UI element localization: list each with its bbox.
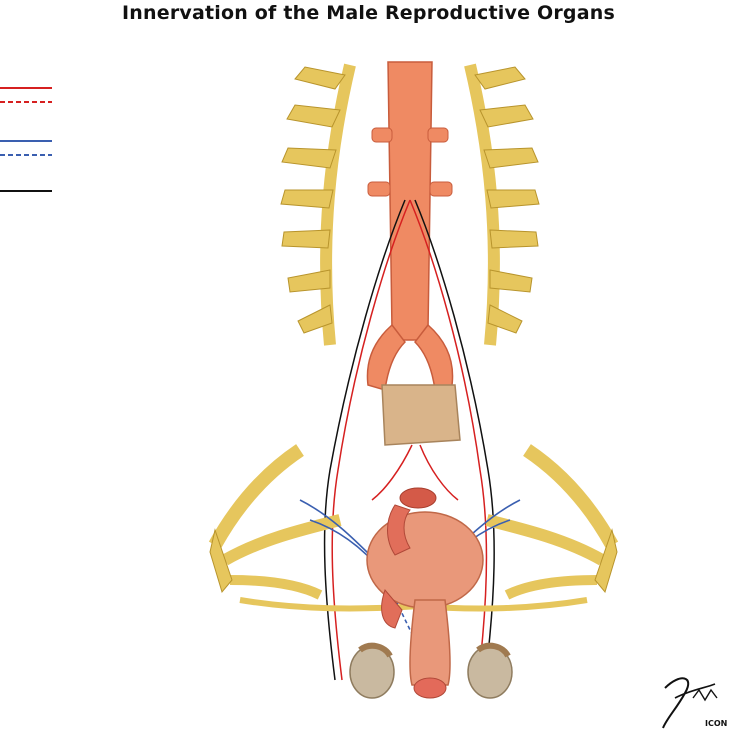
page-title: Innervation of the Male Reproductive Org…	[122, 2, 615, 24]
sacral-plexus-right	[419, 444, 619, 612]
artist-signature: ICON	[662, 677, 727, 729]
legend	[0, 87, 52, 192]
penis	[409, 599, 451, 699]
hypogastric-nerves	[323, 199, 495, 681]
sacrum	[381, 384, 461, 446]
left-sympathetic-trunk	[280, 63, 356, 346]
aorta	[366, 61, 454, 391]
left-testis	[349, 642, 395, 699]
bladder	[366, 487, 484, 629]
right-sympathetic-trunk	[464, 63, 540, 346]
right-testis	[467, 642, 513, 699]
signature-mark: ICON	[705, 719, 727, 728]
